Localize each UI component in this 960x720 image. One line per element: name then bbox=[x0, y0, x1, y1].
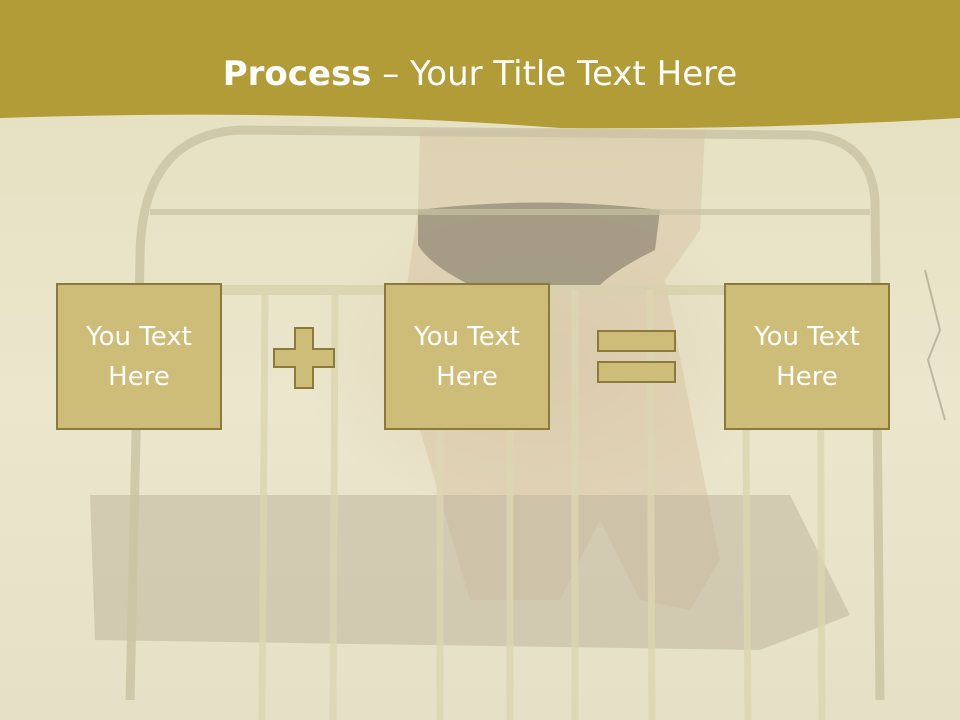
title-rest-part: – Your Title Text Here bbox=[371, 54, 738, 94]
process-box-1[interactable]: You Text Here bbox=[56, 283, 222, 430]
process-box-3[interactable]: You Text Here bbox=[724, 283, 890, 430]
plus-icon bbox=[273, 327, 335, 393]
process-box-2[interactable]: You Text Here bbox=[384, 283, 550, 430]
banner-shape bbox=[0, 0, 960, 129]
title-banner bbox=[0, 0, 960, 140]
equals-icon bbox=[597, 330, 677, 388]
title-bold-part: Process bbox=[222, 54, 372, 94]
slide-title[interactable]: Process – Your Title Text Here bbox=[0, 52, 960, 96]
